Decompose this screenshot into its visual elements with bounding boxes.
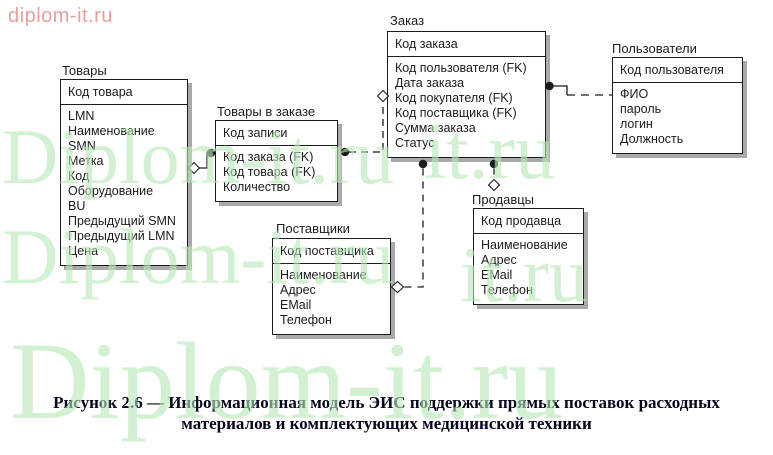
entity-postavshchiki-fields: Наименование Адрес EMail Телефон — [273, 264, 390, 334]
field-row: EMail — [481, 268, 513, 282]
entity-prodavtsy-fields: Наименование Адрес EMail Телефон — [474, 234, 583, 304]
field-row: Наименование — [481, 238, 568, 252]
field-row: Телефон — [280, 313, 332, 327]
entity-tovary-pk: Код товара — [61, 80, 187, 105]
field-row: EMail — [280, 298, 312, 312]
field-row: Код — [68, 169, 90, 183]
field-row: Оборудование — [68, 184, 154, 198]
relationship-line — [349, 102, 384, 153]
entity-tovary-v-zakaze: Код записи Код заказа (FK) Код товара (F… — [215, 120, 338, 202]
entity-prodavtsy: Код продавца Наименование Адрес EMail Те… — [473, 208, 584, 305]
entity-tovary-fields: LMN Наименование SMN Метка Код Оборудова… — [61, 105, 187, 265]
optional-diamond-marker — [487, 178, 501, 192]
field-row: Адрес — [481, 253, 517, 267]
site-watermark-corner: diplom-it.ru — [8, 5, 113, 27]
field-row: Наименование — [68, 124, 155, 138]
field-row: Должность — [620, 132, 684, 146]
field-row: ФИО — [620, 87, 649, 101]
field-row: Код пользователя (FK) — [395, 61, 527, 75]
field-row: Код заказа (FK) — [223, 150, 314, 164]
entity-zakaz-fields: Код пользователя (FK) Дата заказа Код по… — [388, 57, 545, 157]
field-row: LMN — [68, 109, 95, 123]
field-row: Метка — [68, 154, 104, 168]
entity-tovary-v-zakaze-fields: Код заказа (FK) Код товара (FK) Количест… — [216, 146, 337, 201]
field-row: Дата заказа — [395, 76, 465, 90]
field-row: Сумма заказа — [395, 121, 476, 135]
entity-tovary: Код товара LMN Наименование SMN Метка Ко… — [60, 79, 188, 266]
entity-postavshchiki-pk: Код поставщика — [273, 239, 390, 264]
relationship-line — [553, 85, 568, 95]
entity-label-prodavtsy: Продавцы — [472, 192, 535, 207]
field-row: Количество — [223, 180, 291, 194]
many-end-dot — [206, 148, 216, 158]
field-row: Наименование — [280, 268, 367, 282]
field-row: BU — [68, 199, 86, 213]
field-row: Код поставщика (FK) — [395, 106, 517, 120]
many-end-dot — [340, 147, 350, 157]
entity-zakaz: Код заказа Код пользователя (FK) Дата за… — [387, 31, 546, 158]
field-row: Телефон — [481, 283, 533, 297]
entity-label-tovary-v-zakaze: Товары в заказе — [217, 104, 316, 119]
optional-diamond-marker — [390, 280, 405, 294]
field-row: Предыдущий SMN — [68, 214, 176, 228]
figure-caption-line1: Рисунок 2.6 — Информационная модель ЭИС … — [53, 393, 720, 412]
many-end-dot — [489, 159, 499, 169]
entity-zakaz-pk: Код заказа — [388, 32, 545, 57]
field-row: Цена — [68, 244, 99, 258]
entity-label-tovary: Товары — [62, 63, 107, 78]
field-row: логин — [620, 117, 653, 131]
many-end-dot — [545, 81, 554, 91]
many-end-dot — [418, 159, 428, 169]
entity-tovary-v-zakaze-pk: Код записи — [216, 121, 337, 146]
figure-caption-line2: материалов и комплектующих медицинской т… — [181, 414, 592, 433]
entity-polzovateli-fields: ФИО пароль логин Должность — [613, 83, 742, 153]
entity-label-postavshchiki: Поставщики — [276, 221, 350, 236]
entity-label-zakaz: Заказ — [390, 13, 425, 28]
entity-label-polzovateli: Пользователи — [612, 41, 697, 56]
field-row: Статус — [395, 136, 435, 150]
entity-prodavtsy-pk: Код продавца — [474, 209, 583, 234]
entity-polzovateli-pk: Код пользователя — [613, 58, 742, 83]
field-row: Адрес — [280, 283, 316, 297]
relationship-line — [199, 152, 209, 169]
field-row: Код товара (FK) — [223, 165, 316, 179]
field-row: Предыдущий LMN — [68, 229, 175, 243]
entity-polzovateli: Код пользователя ФИО пароль логин Должно… — [612, 57, 743, 154]
field-row: пароль — [620, 102, 662, 116]
entity-postavshchiki: Код поставщика Наименование Адрес EMail … — [272, 238, 391, 335]
optional-diamond-marker — [187, 161, 201, 175]
field-row: SMN — [68, 139, 96, 153]
figure-caption: Рисунок 2.6 — Информационная модель ЭИС … — [0, 392, 773, 434]
field-row: Код покупателя (FK) — [395, 91, 513, 105]
relationship-line — [403, 168, 424, 288]
